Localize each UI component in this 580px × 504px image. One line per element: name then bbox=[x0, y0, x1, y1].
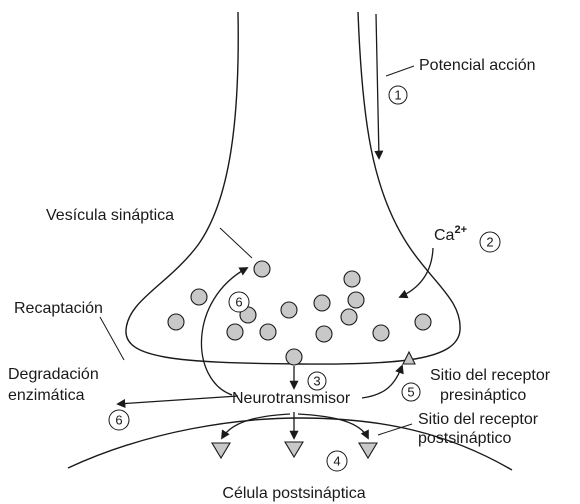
synaptic-vesicle bbox=[227, 324, 243, 340]
synaptic-vesicle bbox=[168, 314, 184, 330]
postsynaptic-receptor bbox=[359, 443, 377, 458]
synaptic-vesicle bbox=[341, 309, 357, 325]
step-4: 4 bbox=[327, 451, 347, 471]
step-1: 1 bbox=[389, 86, 407, 104]
calcium-symbol: Ca bbox=[434, 227, 455, 244]
presynaptic-receptor bbox=[403, 352, 415, 364]
step-1-number: 1 bbox=[394, 88, 401, 103]
step-2-number: 2 bbox=[486, 235, 493, 250]
step-4-number: 4 bbox=[333, 454, 340, 469]
reuptake-leader bbox=[100, 317, 124, 360]
presynaptic-feedback-arrow bbox=[362, 366, 402, 398]
nt-to-receptor-left bbox=[222, 414, 290, 438]
neurotransmitter-label: Neurotransmisor bbox=[232, 390, 351, 407]
reuptake-label: Recaptación bbox=[14, 300, 103, 317]
postsynaptic-receptor bbox=[285, 442, 303, 457]
step-6-degradation: 6 bbox=[109, 410, 129, 430]
synaptic-vesicle bbox=[348, 292, 364, 308]
step-3: 3 bbox=[308, 372, 326, 390]
degradation-label-line1: Degradación bbox=[8, 366, 99, 383]
step-5: 5 bbox=[402, 383, 420, 401]
postsynaptic-receptor-label-line1: Sitio del receptor bbox=[418, 411, 539, 428]
synaptic-vesicle bbox=[344, 271, 360, 287]
postsynaptic-cell-label: Célula postsináptica bbox=[222, 485, 365, 502]
degradation-label-line2: enzimática bbox=[8, 387, 85, 404]
postsynaptic-receptor bbox=[212, 443, 230, 458]
step-6-degradation-number: 6 bbox=[115, 413, 122, 428]
calcium-charge: 2+ bbox=[454, 224, 467, 236]
step-3-number: 3 bbox=[313, 374, 320, 389]
step-6-recycling-number: 6 bbox=[235, 295, 242, 310]
synaptic-vesicle bbox=[415, 314, 431, 330]
presynaptic-receptor-label-line2: presináptico bbox=[440, 387, 526, 404]
postsynaptic-receptor-label-line2: postsináptico bbox=[418, 430, 511, 447]
action-potential-leader bbox=[386, 66, 414, 76]
synaptic-vesicle bbox=[281, 302, 297, 318]
presynaptic-receptor-label-line1: Sitio del receptor bbox=[430, 367, 551, 384]
synaptic-vesicle bbox=[314, 295, 330, 311]
degradation-arrow bbox=[118, 396, 238, 404]
synaptic-vesicle bbox=[191, 289, 207, 305]
synaptic-vesicle bbox=[260, 324, 276, 340]
action-potential-arrow bbox=[376, 14, 379, 158]
action-potential-label: Potencial acción bbox=[419, 57, 536, 74]
vesicle-leader bbox=[220, 228, 252, 258]
step-2: 2 bbox=[480, 232, 500, 252]
synaptic-vesicle bbox=[254, 261, 270, 277]
step-5-number: 5 bbox=[407, 385, 414, 400]
synaptic-vesicle bbox=[286, 349, 302, 365]
calcium-label: Ca2+ bbox=[434, 224, 467, 244]
synaptic-vesicle-label: Vesícula sináptica bbox=[46, 207, 174, 224]
step-6-recycling: 6 bbox=[229, 292, 249, 312]
synaptic-vesicle bbox=[316, 326, 332, 342]
synaptic-vesicle bbox=[373, 325, 389, 341]
